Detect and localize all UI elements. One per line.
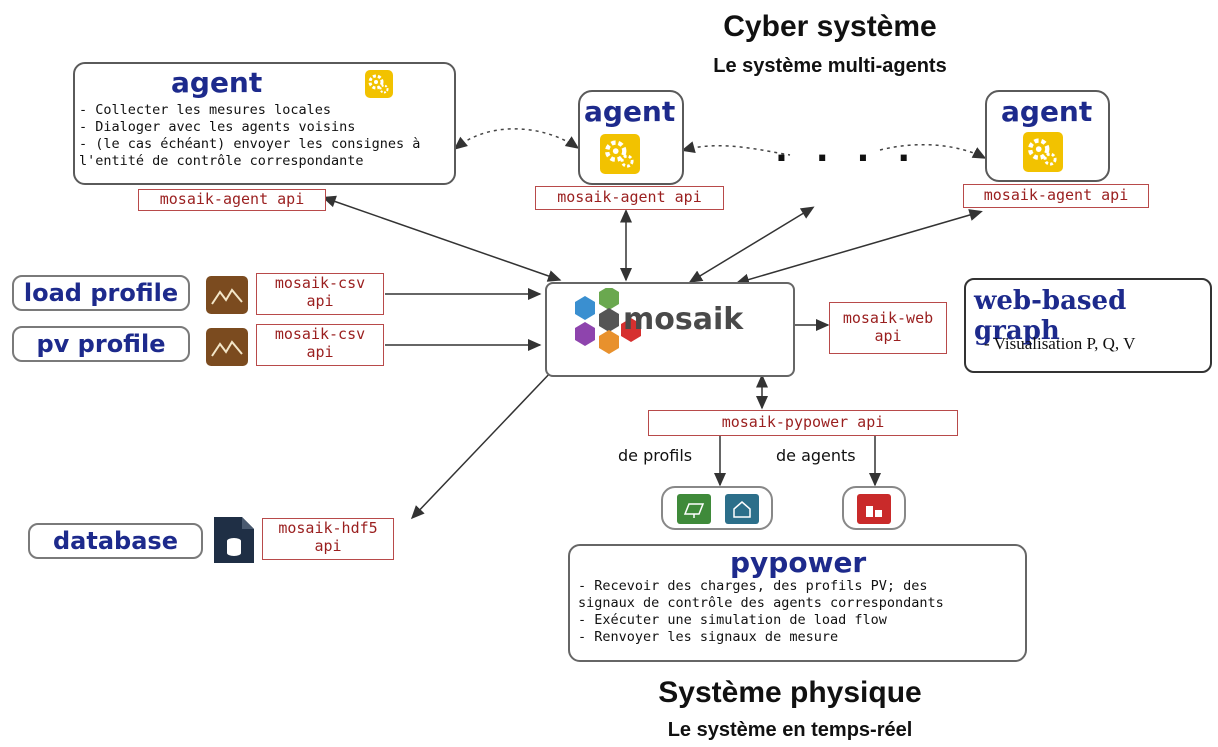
branch-profils-label: de profils — [618, 446, 693, 465]
pv-csv-api: mosaik-csv api — [256, 324, 384, 366]
database-file-icon — [210, 515, 258, 565]
web-api: mosaik-web api — [829, 302, 947, 354]
link-mosaik-db — [410, 369, 554, 520]
agent-main-box: agent - Collecter les mesures locales - … — [73, 62, 456, 185]
api-line: api — [314, 537, 342, 555]
api-line: api — [306, 343, 334, 361]
agent-mid-box: agent — [578, 90, 684, 185]
database-box: database — [28, 523, 203, 559]
agent-duty: - (le cas échéant) envoyer les consignes… — [79, 136, 421, 152]
web-graph-detail: - Visualisation P, Q, V — [984, 334, 1136, 353]
pypower-duty: - Exécuter une simulation de load flow — [578, 612, 887, 628]
agent-right-title: agent — [1001, 95, 1093, 128]
pypower-duty: - Recevoir des charges, des profils PV; … — [578, 578, 928, 594]
link-dots-mosaik — [688, 206, 815, 283]
agent-duty: - Dialoger avec les agents voisins — [79, 119, 356, 135]
web-graph-box: web-based graph - Visualisation P, Q, V — [964, 278, 1212, 373]
pypower-duty: signaux de contrôle des agents correspon… — [578, 595, 944, 611]
cyber-subtitle: Le système multi-agents — [713, 55, 947, 77]
pypower-duties-list: - Recevoir des charges, des profils PV; … — [578, 578, 944, 646]
api-line: api — [306, 292, 334, 310]
profiles-components-box — [661, 486, 773, 530]
physical-title: Système physique — [658, 676, 922, 709]
agent-main-title: agent — [171, 66, 263, 99]
physical-subtitle: Le système en temps-réel — [667, 719, 913, 741]
pypower-title: pypower — [730, 546, 867, 579]
chart-icon — [206, 328, 248, 366]
pypower-api: mosaik-pypower api — [648, 410, 958, 436]
mosaik-logo-icon — [575, 288, 641, 354]
solar-panel-icon — [677, 494, 711, 524]
house-icon — [725, 494, 759, 524]
api-line: mosaik-csv — [274, 274, 366, 292]
agent-duty: l'entité de contrôle correspondante — [79, 153, 364, 169]
chart-icon — [206, 276, 248, 314]
gear-icon — [600, 134, 640, 174]
api-line: mosaik-web — [842, 309, 934, 327]
agent-dotted-link-right — [879, 143, 987, 159]
link-agent-main-mosaik — [322, 195, 562, 282]
agent-duty: - Collecter les mesures locales — [79, 102, 331, 118]
load-csv-api: mosaik-csv api — [256, 273, 384, 315]
agent-right-api: mosaik-agent api — [963, 184, 1149, 208]
mosaik-label: mosaik — [623, 302, 744, 337]
building-icon — [857, 494, 891, 524]
pypower-duty: - Renvoyer les signaux de mesure — [578, 629, 839, 645]
more-agents-ellipsis: . . . . — [775, 130, 919, 170]
cyber-title: Cyber système — [723, 10, 937, 43]
api-line: mosaik-hdf5 — [278, 519, 378, 537]
agent-right-box: agent — [985, 90, 1110, 182]
agents-components-box — [842, 486, 906, 530]
branch-agents-label: de agents — [776, 446, 856, 465]
gear-icon — [365, 70, 393, 98]
web-graph-title: web-based graph — [974, 286, 1127, 346]
agent-mid-title: agent — [584, 95, 676, 128]
pv-profile-box: pv profile — [12, 326, 190, 362]
agent-duties-list: - Collecter les mesures locales - Dialog… — [79, 102, 420, 170]
agent-mid-api: mosaik-agent api — [535, 186, 724, 210]
load-profile-box: load profile — [12, 275, 190, 311]
pypower-box: pypower - Recevoir des charges, des prof… — [568, 544, 1027, 662]
api-line: api — [874, 327, 902, 345]
link-agent-right-mosaik — [735, 209, 983, 286]
agent-dotted-link-left — [453, 128, 580, 150]
api-line: mosaik-csv — [274, 325, 366, 343]
mosaik-box: mosaik — [545, 282, 795, 377]
hdf5-api: mosaik-hdf5 api — [262, 518, 394, 560]
gear-icon — [1023, 132, 1063, 172]
agent-main-api: mosaik-agent api — [138, 189, 326, 211]
